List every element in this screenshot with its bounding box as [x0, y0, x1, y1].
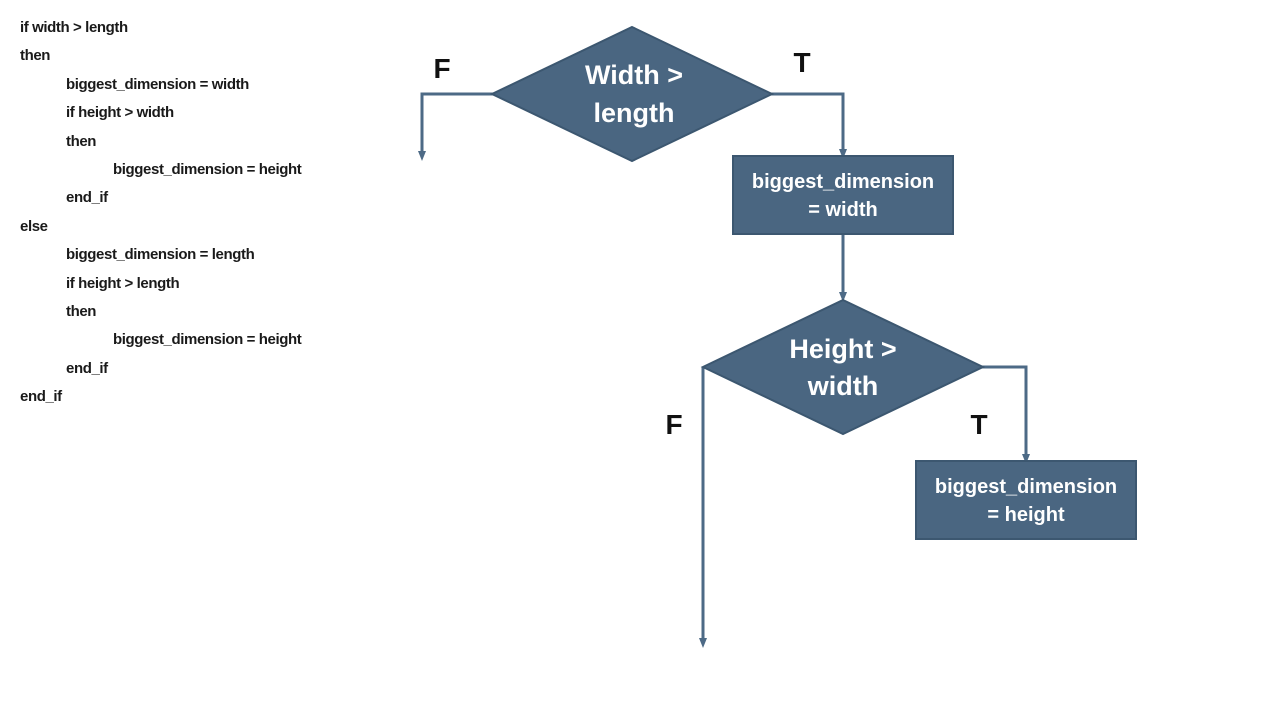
process2-text-line1: biggest_dimension	[935, 476, 1117, 498]
decision1-text-line2: length	[594, 98, 675, 128]
process-biggest-height: biggest_dimension = height	[915, 460, 1137, 540]
connector-decision1-true	[770, 92, 847, 159]
pseudocode-line: then	[66, 302, 97, 320]
pseudocode-line: biggest_dimension = height	[113, 160, 302, 178]
decision2-true-label: T	[970, 409, 987, 440]
decision1-text-line1: Width >	[585, 60, 683, 90]
pseudocode-line: else	[20, 217, 48, 235]
process2-text-line2: = height	[987, 504, 1065, 526]
connector-decision2-true	[982, 365, 1030, 464]
process-biggest-width: biggest_dimension = width	[732, 155, 954, 235]
pseudocode-line: biggest_dimension = width	[66, 75, 249, 93]
decision1-false-label: F	[433, 53, 450, 84]
decision2-text-line1: Height >	[789, 334, 896, 364]
process1-text-line1: biggest_dimension	[752, 171, 934, 193]
connector-decision1-false	[418, 92, 494, 161]
pseudocode-line: then	[20, 47, 51, 65]
decision2-shape	[700, 298, 986, 436]
pseudocode-block: if width > length then biggest_dimension =…	[20, 14, 400, 411]
decision1-shape	[489, 25, 775, 163]
pseudocode-line: end_if	[66, 359, 108, 377]
connectors	[418, 92, 1030, 648]
pseudocode-line: if height > length	[66, 274, 180, 292]
decision-width-gt-length: Width > length	[489, 25, 775, 163]
pseudocode-line: if width > length	[20, 19, 128, 36]
process1-text-line2: = width	[808, 199, 877, 221]
pseudocode-line: end_if	[66, 189, 108, 207]
process2-shape	[915, 460, 1137, 540]
decision-height-gt-width: Height > width	[700, 298, 986, 436]
decision2-false-label: F	[665, 409, 682, 440]
decision1-true-label: T	[793, 47, 810, 78]
pseudocode-line: then	[66, 132, 97, 150]
decision2-text-line2: width	[807, 371, 878, 401]
process1-shape	[732, 155, 954, 235]
pseudocode-line: biggest_dimension = height	[113, 331, 302, 349]
pseudocode-line: biggest_dimension = length	[66, 246, 255, 264]
pseudocode-line: end_if	[20, 388, 62, 406]
pseudocode-line: if height > width	[66, 104, 174, 122]
